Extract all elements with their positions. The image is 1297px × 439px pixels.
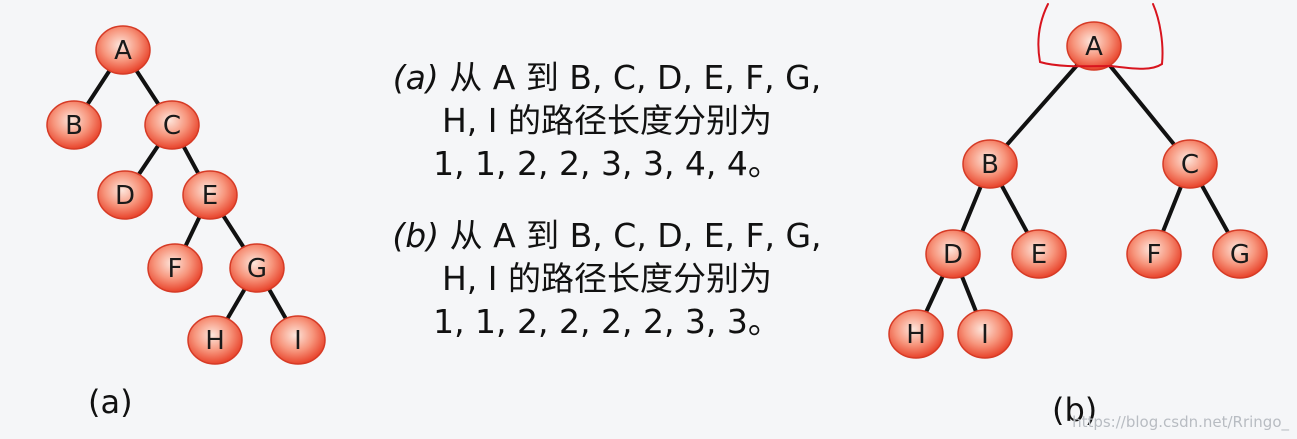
- tree-a-node-label: G: [247, 254, 267, 284]
- tree-b-node-label: D: [943, 240, 963, 270]
- tree-a-node-label: D: [115, 181, 135, 211]
- tree-b-caption-text: (b): [1052, 391, 1098, 429]
- tree-b-node-label: I: [981, 320, 989, 350]
- watermark: https://blog.csdn.net/Rringo_: [1072, 413, 1289, 431]
- tree-b-caption: (b): [1052, 391, 1097, 429]
- tree-b-node-shape: [888, 309, 944, 359]
- tree-a-node-shape: [187, 315, 243, 365]
- tree-b-node-A: A: [1066, 21, 1122, 71]
- tree-b-node-D: D: [925, 229, 981, 279]
- tree-a-node-F: F: [147, 243, 203, 293]
- tree-a-node-C: C: [144, 100, 200, 150]
- tree-a-node-shape: [229, 243, 285, 293]
- tree-b-node-label: A: [1085, 32, 1103, 62]
- description-a-line1-text: 从 A 到 B, C, D, E, F, G,: [449, 58, 822, 97]
- tree-b-node-F: F: [1126, 229, 1182, 279]
- description-b-line1-text: 从 A 到 B, C, D, E, F, G,: [449, 216, 822, 255]
- tree-b-node-shape: [1126, 229, 1182, 279]
- tree-a-nodes: A B C D E F G H I: [46, 25, 326, 365]
- tree-b-node-label: B: [981, 150, 999, 180]
- tree-a-node-shape: [144, 100, 200, 150]
- tree-a-node-label: F: [168, 254, 183, 284]
- hand-drawn-annotation: [1037, 3, 1164, 70]
- tree-b-node-label: C: [1181, 150, 1199, 180]
- tree-a-node-shape: [270, 315, 326, 365]
- tree-b-node-G: G: [1212, 229, 1268, 279]
- description-b-line1: (b) 从 A 到 B, C, D, E, F, G,: [372, 214, 842, 257]
- tree-b: A B C D E F G H I: [888, 21, 1268, 359]
- tree-b-node-B: B: [962, 139, 1018, 189]
- tree-a-node-G: G: [229, 243, 285, 293]
- tree-a-node-label: I: [294, 326, 302, 356]
- tree-a-node-shape: [147, 243, 203, 293]
- tree-a-node-D: D: [97, 170, 153, 220]
- tree-a-node-shape: [95, 25, 151, 75]
- tree-a-node-I: I: [270, 315, 326, 365]
- tree-a-node-B: B: [46, 100, 102, 150]
- tree-b-node-label: E: [1031, 240, 1047, 270]
- tree-b-node-I: I: [957, 309, 1013, 359]
- description-b-line3: 1, 1, 2, 2, 2, 2, 3, 3。: [433, 302, 781, 341]
- tree-a-caption: (a): [88, 383, 133, 421]
- tree-b-node-shape: [957, 309, 1013, 359]
- description-a: (a) 从 A 到 B, C, D, E, F, G, H, I 的路径长度分别…: [372, 56, 842, 185]
- description-b-line2: H, I 的路径长度分别为: [441, 259, 773, 298]
- tree-a-node-label: C: [163, 111, 181, 141]
- tree-a-node-shape: [46, 100, 102, 150]
- tree-a-node-label: H: [205, 326, 225, 356]
- tree-a-node-label: B: [65, 111, 83, 141]
- tree-a-node-label: E: [202, 181, 218, 211]
- tree-a-node-H: H: [187, 315, 243, 365]
- description-a-line1: (a) 从 A 到 B, C, D, E, F, G,: [372, 56, 842, 99]
- tree-b-node-shape: [1212, 229, 1268, 279]
- tree-a-node-shape: [182, 170, 238, 220]
- tree-b-node-shape: [1162, 139, 1218, 189]
- tree-b-node-C: C: [1162, 139, 1218, 189]
- tree-b-edges: [914, 44, 1242, 336]
- tree-b-node-shape: [925, 229, 981, 279]
- tree-a-node-A: A: [95, 25, 151, 75]
- tree-b-node-label: G: [1230, 240, 1250, 270]
- tree-b-node-label: H: [906, 320, 926, 350]
- tree-a-node-label: A: [114, 36, 132, 66]
- description-b: (b) 从 A 到 B, C, D, E, F, G, H, I 的路径长度分别…: [372, 214, 842, 343]
- tree-b-node-shape: [962, 139, 1018, 189]
- description-a-tag: (a): [392, 58, 439, 97]
- tree-b-node-H: H: [888, 309, 944, 359]
- tree-a-caption-text: (a): [88, 383, 133, 421]
- tree-a: A B C D E F G H I: [46, 25, 326, 365]
- description-a-line3: 1, 1, 2, 2, 3, 3, 4, 4。: [433, 144, 781, 183]
- tree-a-node-shape: [97, 170, 153, 220]
- description-a-line2: H, I 的路径长度分别为: [441, 101, 773, 140]
- tree-b-node-label: F: [1147, 240, 1162, 270]
- tree-b-node-shape: [1066, 21, 1122, 71]
- tree-b-node-shape: [1011, 229, 1067, 279]
- tree-a-node-E: E: [182, 170, 238, 220]
- tree-b-node-E: E: [1011, 229, 1067, 279]
- tree-b-nodes: A B C D E F G H I: [888, 21, 1268, 359]
- description-b-tag: (b): [392, 216, 440, 255]
